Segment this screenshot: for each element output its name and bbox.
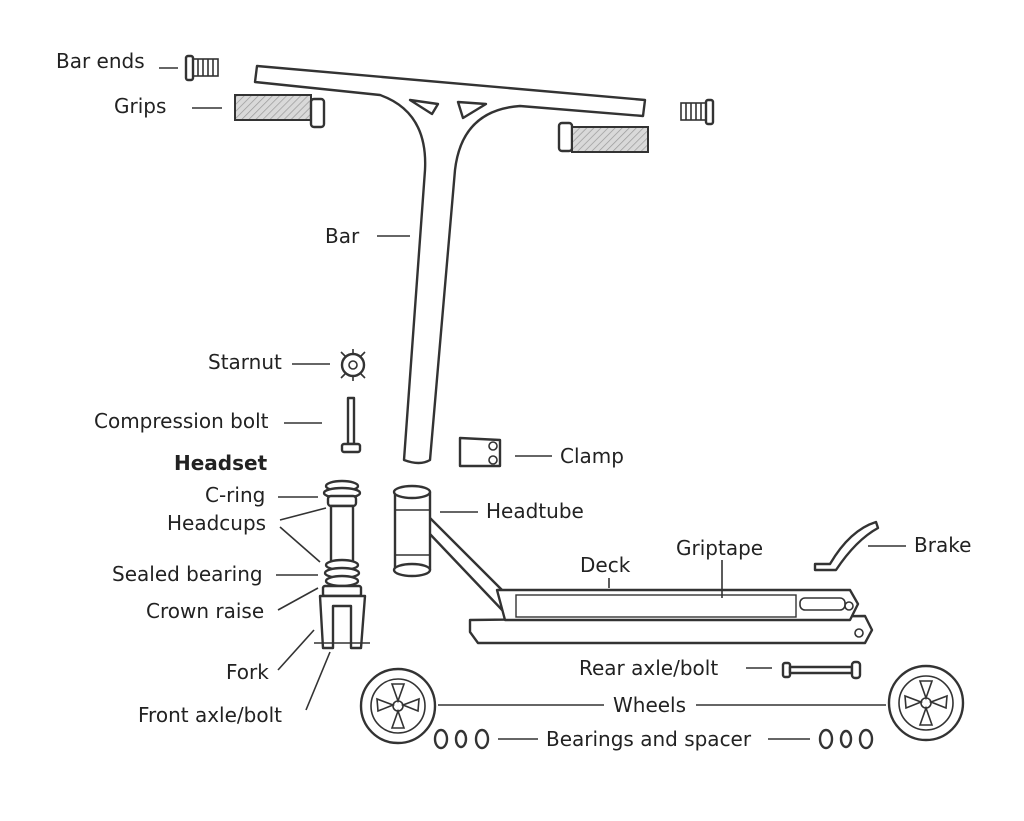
label-bar-ends: Bar ends — [56, 49, 145, 73]
label-crown-raise: Crown raise — [146, 599, 264, 623]
headset-fork-part — [314, 479, 370, 650]
label-deck: Deck — [580, 553, 631, 577]
rear-axle-part — [781, 660, 862, 680]
label-griptape: Griptape — [676, 536, 763, 560]
label-compression-bolt: Compression bolt — [94, 409, 269, 433]
grip-left-part — [234, 94, 326, 129]
label-fork: Fork — [226, 660, 269, 684]
label-wheels: Wheels — [613, 693, 686, 717]
label-rear-axle-bolt: Rear axle/bolt — [579, 656, 718, 680]
rear-wheel-part — [887, 664, 965, 742]
label-sealed-bearing: Sealed bearing — [112, 562, 263, 586]
compression-bolt-part — [340, 396, 362, 454]
front-wheel-part — [359, 667, 437, 745]
label-headtube: Headtube — [486, 499, 584, 523]
bar-end-left-part — [184, 54, 219, 82]
clamp-part — [458, 436, 502, 468]
bar-part — [253, 64, 647, 465]
headtube-part — [392, 484, 432, 578]
label-brake: Brake — [914, 533, 971, 557]
bearings-left-part — [433, 728, 490, 750]
bearings-right-part — [818, 728, 874, 750]
label-headset: Headset — [174, 451, 268, 475]
label-bearings-spacer: Bearings and spacer — [546, 727, 752, 751]
label-headcups: Headcups — [167, 511, 266, 535]
brake-part — [813, 520, 880, 572]
starnut-part — [340, 349, 366, 381]
label-starnut: Starnut — [208, 350, 282, 374]
leader-lines — [159, 67, 906, 740]
label-bar: Bar — [325, 224, 360, 248]
label-front-axle-bolt: Front axle/bolt — [138, 703, 282, 727]
label-grips: Grips — [114, 94, 166, 118]
bar-end-right-part — [680, 98, 715, 126]
label-clamp: Clamp — [560, 444, 624, 468]
label-c-ring: C-ring — [205, 483, 265, 507]
deck-part — [426, 514, 874, 645]
grip-right-part — [557, 121, 649, 153]
